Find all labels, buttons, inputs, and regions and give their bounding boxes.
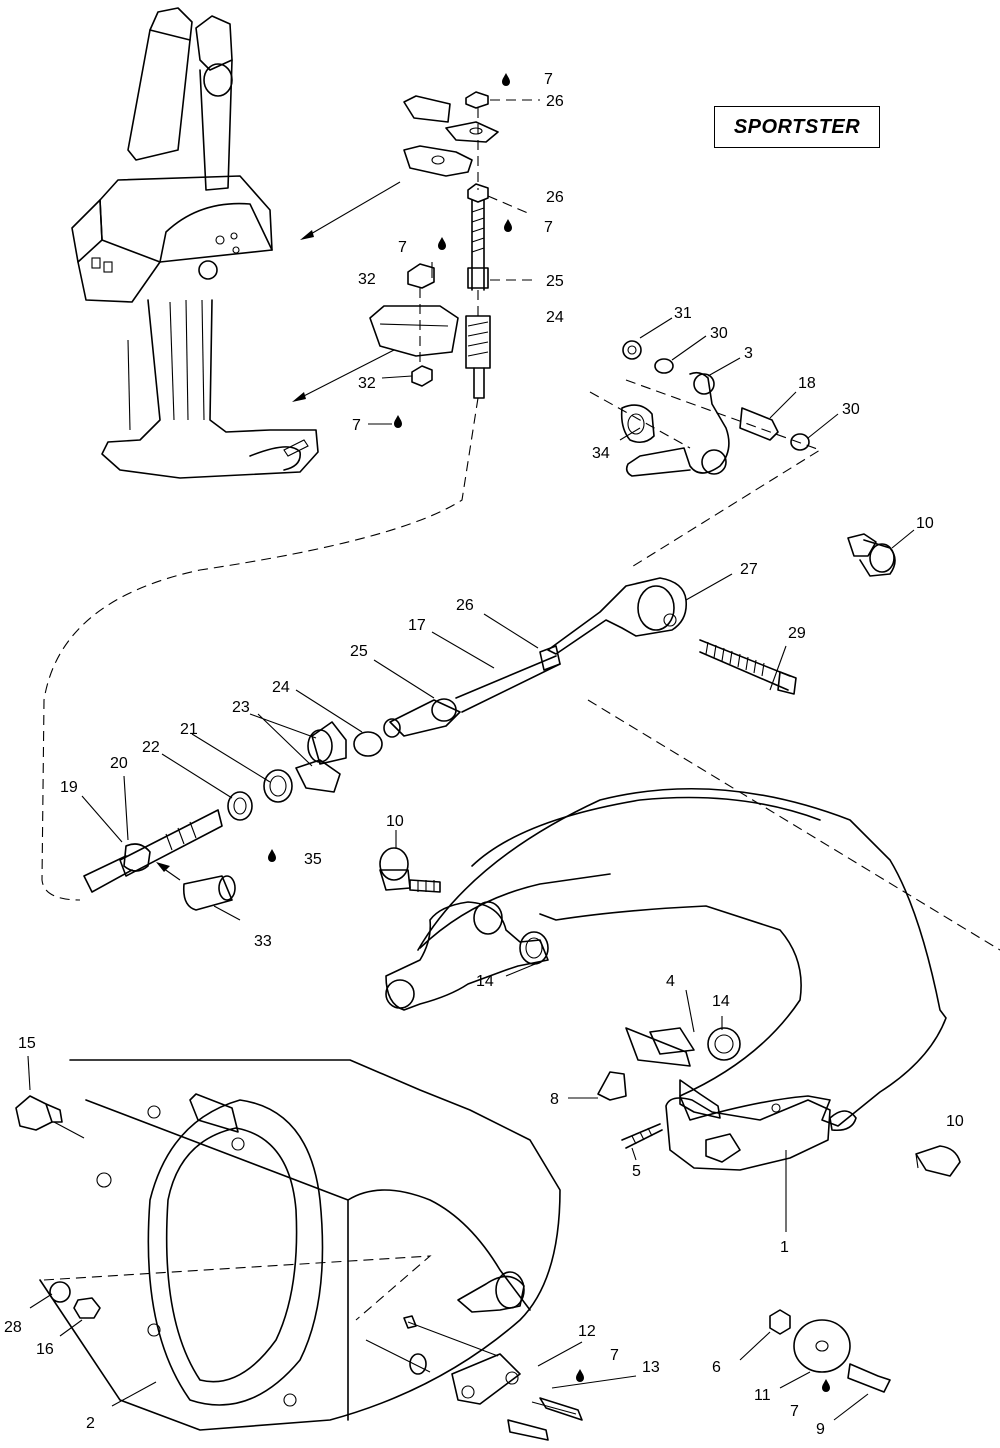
callout-10: 10 <box>386 813 404 830</box>
callout-1: 1 <box>780 1239 789 1256</box>
callout-33: 33 <box>254 933 272 950</box>
model-name: SPORTSTER <box>733 115 861 138</box>
callout-14: 14 <box>476 973 494 990</box>
pump-housing <box>15 1059 583 1441</box>
callout-26: 26 <box>546 93 564 110</box>
assembly-guide-lines <box>41 379 1000 1321</box>
control-handle-assembly <box>71 7 319 479</box>
callout-10: 10 <box>946 1113 964 1130</box>
mounting-bracket-assembly <box>597 1027 961 1177</box>
callout-4: 4 <box>666 973 675 990</box>
model-badge: SPORTSTER <box>714 106 880 148</box>
callout-7: 7 <box>352 417 361 434</box>
callout-6: 6 <box>712 1359 721 1376</box>
callout-5: 5 <box>632 1163 641 1180</box>
callout-35: 35 <box>304 851 322 868</box>
callout-30: 30 <box>710 325 728 342</box>
assembly-arrows <box>292 181 401 402</box>
bottom-right-parts <box>769 1309 891 1393</box>
lever-assembly <box>589 340 896 577</box>
callout-labels: 7 26 26 7 7 32 25 24 32 7 31 30 3 18 30 … <box>4 71 964 1438</box>
callout-13: 13 <box>642 1359 660 1376</box>
callout-25: 25 <box>350 643 368 660</box>
callout-24: 24 <box>272 679 290 696</box>
callout-30: 30 <box>842 401 860 418</box>
callout-16: 16 <box>36 1341 54 1358</box>
callout-25: 25 <box>546 273 564 290</box>
upper-cable-bracket <box>403 91 499 399</box>
callout-7: 7 <box>610 1347 619 1364</box>
callout-7: 7 <box>398 239 407 256</box>
callout-32: 32 <box>358 271 376 288</box>
linkage-rod <box>383 577 797 738</box>
callout-24: 24 <box>546 309 564 326</box>
callout-23: 23 <box>232 699 250 716</box>
callout-2: 2 <box>86 1415 95 1432</box>
callout-31: 31 <box>674 305 692 322</box>
oil-drop-icon <box>268 73 830 1392</box>
callout-7: 7 <box>790 1403 799 1420</box>
reverse-gate <box>379 787 947 1127</box>
callout-7: 7 <box>544 219 553 236</box>
callout-18: 18 <box>798 375 816 392</box>
callout-9: 9 <box>816 1421 825 1438</box>
callout-3: 3 <box>744 345 753 362</box>
callout-20: 20 <box>110 755 128 772</box>
callout-8: 8 <box>550 1091 559 1108</box>
callout-27: 27 <box>740 561 758 578</box>
callout-11: 11 <box>754 1387 771 1404</box>
callout-21: 21 <box>180 721 198 738</box>
callout-34: 34 <box>592 445 610 462</box>
callout-32: 32 <box>358 375 376 392</box>
callout-7: 7 <box>544 71 553 88</box>
callout-17: 17 <box>408 617 426 634</box>
callout-28: 28 <box>4 1319 22 1336</box>
callout-29: 29 <box>788 625 806 642</box>
callout-26: 26 <box>456 597 474 614</box>
callout-14: 14 <box>712 993 730 1010</box>
callout-26: 26 <box>546 189 564 206</box>
callout-15: 15 <box>18 1035 36 1052</box>
callout-10: 10 <box>916 515 934 532</box>
leader-lines <box>27 99 915 1421</box>
callout-12: 12 <box>578 1323 596 1340</box>
cable-clamp-bracket <box>369 263 459 387</box>
callout-19: 19 <box>60 779 78 796</box>
callout-22: 22 <box>142 739 160 756</box>
shaft-assembly <box>83 721 383 911</box>
